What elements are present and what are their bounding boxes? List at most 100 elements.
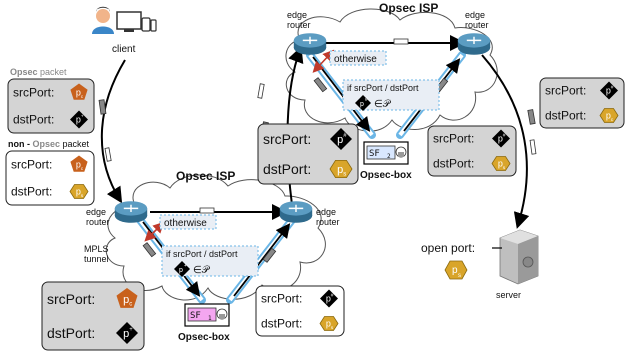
dst-port-label: dstPort: bbox=[11, 185, 52, 199]
sf1-sub: 1 bbox=[208, 315, 212, 322]
open-port-icon: p s bbox=[444, 260, 468, 280]
dst-port-badge: p+ bbox=[70, 110, 88, 129]
edge-router-bottom-left-icon bbox=[114, 200, 148, 224]
condition-box-top: if srcPort / dstPort p # ∈𝒫 bbox=[342, 79, 440, 111]
dst-port-badge-symbol: p bbox=[76, 115, 81, 125]
condition-box-bottom: if srcPort / dstPort p + ∈𝒫 bbox=[161, 245, 259, 277]
dst-port-badge-sub: s bbox=[343, 172, 346, 178]
src-port-badge-symbol: p bbox=[123, 294, 129, 306]
condition-top-line2: ∈𝒫 bbox=[374, 99, 392, 110]
dst-port-badge-symbol: p bbox=[498, 159, 503, 169]
src-port-badge-symbol: p bbox=[326, 294, 331, 304]
dst-port-badge-symbol: p bbox=[337, 164, 343, 176]
condition-bottom-line2: ∈𝒫 bbox=[193, 265, 211, 276]
dst-port-label: dstPort: bbox=[263, 161, 311, 177]
src-port-badge-symbol: p bbox=[337, 134, 343, 146]
server-icon bbox=[499, 229, 539, 285]
open-port-sub: s bbox=[458, 273, 461, 279]
dst-port-label: dstPort: bbox=[545, 109, 586, 123]
src-port-badge: p# bbox=[600, 81, 618, 100]
otherwise-box-top: otherwise bbox=[329, 50, 387, 66]
src-port-badge-symbol: p bbox=[606, 86, 611, 96]
edge-router-top-right-icon bbox=[457, 32, 491, 56]
opsec-packet-title: Opsec packet bbox=[10, 67, 67, 77]
dst-port-badge-symbol: p bbox=[76, 187, 81, 197]
src-port-badge-sub: # bbox=[611, 85, 614, 91]
cond-b-sub: + bbox=[184, 263, 187, 269]
src-port-label: srcPort: bbox=[13, 86, 54, 100]
dst-port-badge: p+ bbox=[116, 322, 138, 344]
dst-port-badge-sub: + bbox=[129, 327, 133, 333]
client-label: client bbox=[112, 44, 136, 55]
src-port-label: srcPort: bbox=[11, 158, 52, 172]
otherwise-box-bottom: otherwise bbox=[159, 214, 217, 230]
src-port-badge-sub: # bbox=[503, 133, 506, 139]
condition-bottom-port-icon: p + bbox=[174, 261, 190, 277]
open-port-sym: p bbox=[452, 265, 458, 276]
non-opsec-packet-title: non - Opsec packet bbox=[8, 139, 90, 149]
src-port-badge-symbol: p bbox=[76, 88, 81, 98]
cloud-top bbox=[285, 8, 498, 132]
src-port-label: srcPort: bbox=[263, 131, 311, 147]
cond-t-sub: # bbox=[365, 97, 368, 103]
dst-port-badge-sub: + bbox=[81, 115, 84, 120]
src-port-badge-symbol: p bbox=[76, 160, 81, 170]
src-port-label: srcPort: bbox=[261, 292, 302, 306]
condition-top-port-icon: p # bbox=[355, 95, 371, 111]
otherwise-top-text: otherwise bbox=[334, 54, 377, 65]
condition-bottom-line1: if srcPort / dstPort bbox=[166, 249, 238, 259]
cond-t-sym: p bbox=[360, 101, 364, 108]
dst-port-badge-sub: c bbox=[611, 118, 614, 123]
dst-port-badge-symbol: p bbox=[606, 111, 611, 121]
dst-port-label: dstPort: bbox=[13, 113, 54, 127]
cloud-bottom bbox=[105, 174, 326, 301]
dst-port-label: dstPort: bbox=[47, 325, 95, 341]
opsec-box-bottom-label: Opsec-box bbox=[178, 332, 230, 343]
condition-top-line1: if srcPort / dstPort bbox=[347, 83, 419, 93]
src-port-badge-sub: c bbox=[129, 302, 132, 308]
open-port-label: open port: bbox=[421, 241, 475, 255]
flow-arrows bbox=[100, 35, 530, 229]
cond-b-sym: p bbox=[179, 267, 183, 274]
dst-port-badge-sub: s bbox=[503, 166, 506, 171]
src-port-badge-sub: # bbox=[331, 293, 334, 299]
src-port-badge-sub: c bbox=[81, 95, 84, 100]
dst-port-badge-symbol: p bbox=[326, 319, 331, 329]
isp-bottom-title: Opsec ISP bbox=[176, 169, 235, 183]
src-port-badge: p# bbox=[492, 129, 510, 148]
dst-port-label: dstPort: bbox=[433, 157, 474, 171]
src-port-label: srcPort: bbox=[545, 84, 586, 98]
src-port-label: srcPort: bbox=[433, 132, 474, 146]
dst-port-badge-sub: s bbox=[81, 194, 84, 199]
src-port-badge-sub: c bbox=[81, 167, 84, 172]
src-port-badge: p# bbox=[320, 289, 338, 308]
src-port-badge-sub: # bbox=[343, 133, 347, 139]
src-port-badge-symbol: p bbox=[498, 134, 503, 144]
isp-top-title: Opsec ISP bbox=[379, 1, 438, 15]
dst-port-badge-sub: s bbox=[331, 326, 334, 331]
sf2-label: SF bbox=[369, 149, 380, 159]
